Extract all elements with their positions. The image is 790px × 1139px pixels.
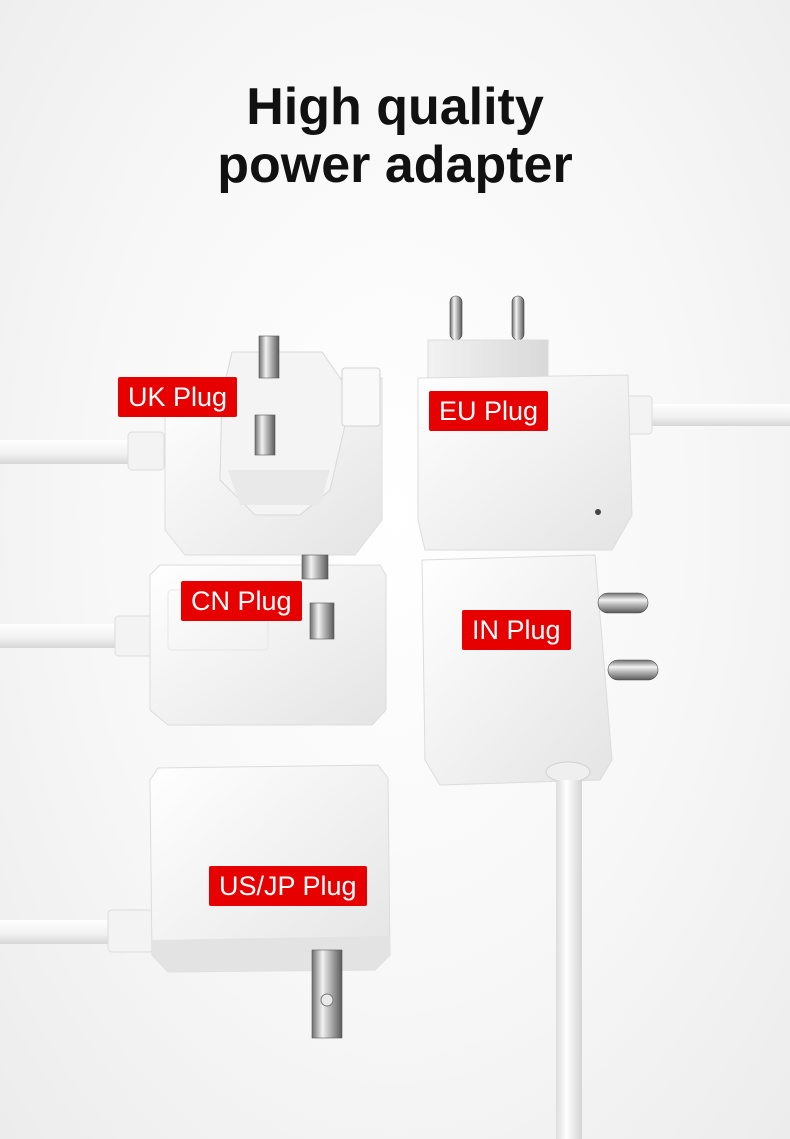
us-jp-cable xyxy=(0,920,125,944)
title-line-2: power adapter xyxy=(217,136,573,194)
uk-pin-bottom xyxy=(254,414,276,456)
in-cable xyxy=(556,780,582,1139)
cn-plug-label: CN Plug xyxy=(181,581,302,621)
eu-plug-label: EU Plug xyxy=(429,391,549,431)
uk-plug-label: UK Plug xyxy=(118,377,238,417)
in-pin-bottom xyxy=(607,659,659,681)
cn-pin-bottom xyxy=(309,602,335,640)
in-pin-top xyxy=(597,592,649,614)
uk-cable xyxy=(0,440,140,464)
cn-pin-top xyxy=(301,554,329,580)
uk-pin-top xyxy=(258,335,280,379)
title-line-1: High quality xyxy=(246,78,544,136)
eu-pin-left xyxy=(449,295,463,341)
in-plug-label: IN Plug xyxy=(462,610,571,650)
eu-pin-right xyxy=(511,295,525,341)
cn-cable xyxy=(0,624,130,648)
page-title: High quality power adapter xyxy=(0,78,790,194)
uk-adapter xyxy=(0,335,383,556)
us-jp-plug-label: US/JP Plug xyxy=(209,866,367,906)
eu-cable xyxy=(625,404,790,426)
